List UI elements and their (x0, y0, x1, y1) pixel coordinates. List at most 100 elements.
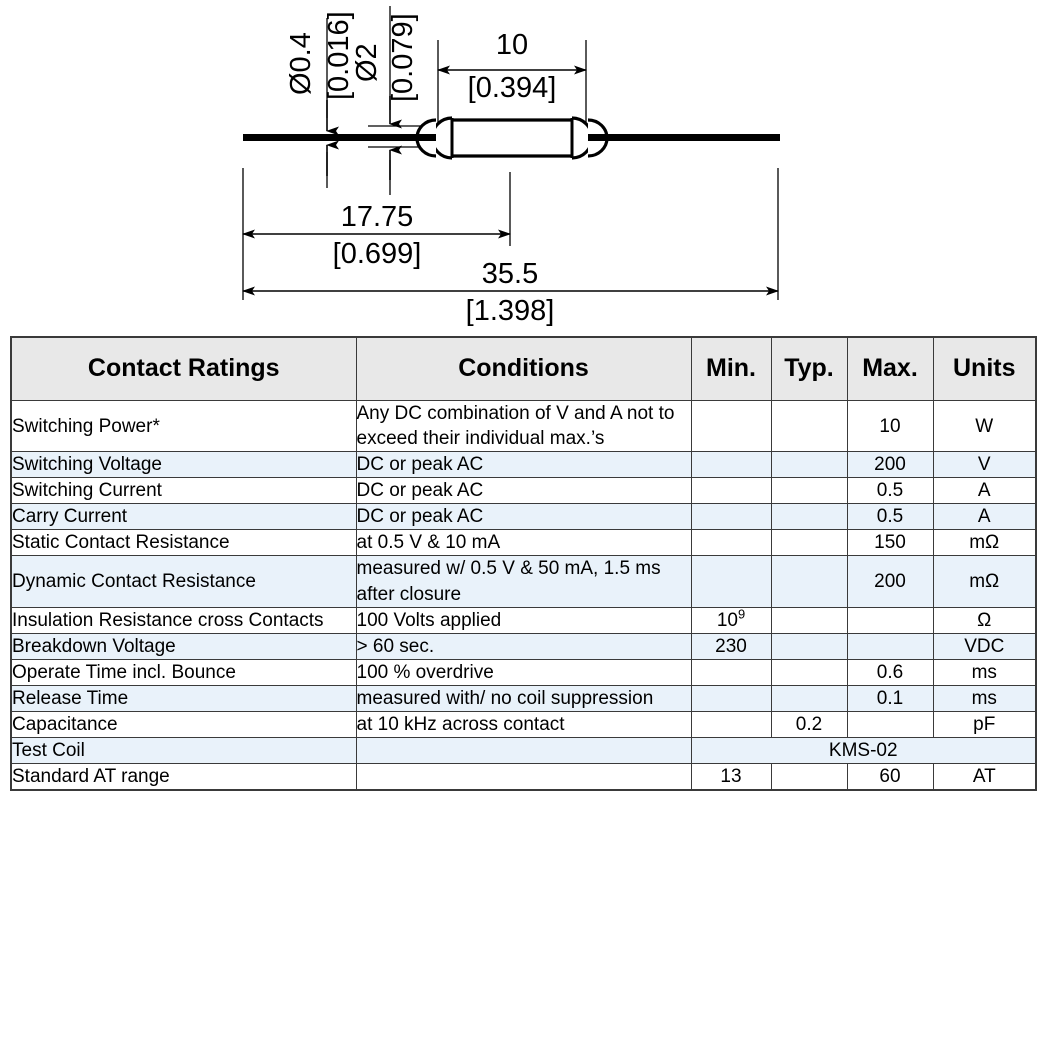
exponent: 9 (737, 606, 746, 622)
cell-condition: at 0.5 V & 10 mA (355, 529, 692, 557)
cell-typ (770, 529, 848, 557)
cell-units: A (932, 503, 1037, 531)
cell-units: VDC (932, 632, 1037, 660)
cell-condition: DC or peak AC (355, 451, 692, 479)
contact-ratings-table-container: Contact Ratings Conditions Min. Typ. Max… (10, 336, 1037, 792)
cell-contact-rating: Static Contact Resistance (10, 529, 357, 557)
cell-contact-rating: Standard AT range (10, 763, 357, 791)
table-row: Test Coil KMS-02 (10, 737, 1037, 765)
outline-drawing: Ø0.4 [0.016] Ø2 [0.079] 10 [0.394] 17.75… (0, 0, 1045, 328)
dim-body-diameter-mm: Ø2 (351, 43, 383, 82)
cell-merged-value: KMS-02 (690, 737, 1037, 765)
cell-min (690, 710, 772, 739)
cell-condition: Any DC combination of V and A not to exc… (355, 399, 692, 453)
cell-units: mΩ (932, 555, 1037, 608)
cell-min (690, 658, 772, 686)
cell-typ (770, 451, 848, 479)
column-header-min: Min. (690, 336, 772, 401)
table-row: Switching Power*Any DC combination of V … (10, 399, 1037, 453)
cell-condition: > 60 sec. (355, 632, 692, 660)
cell-min (690, 555, 772, 608)
cell-max: 60 (846, 763, 934, 791)
dim-lead-diameter-inch: [0.016] (323, 11, 355, 100)
cell-max: 200 (846, 555, 934, 608)
cell-min: 13 (690, 763, 772, 791)
dimension-arrows (242, 65, 779, 296)
dim-lead-to-lead-inch: [0.699] (333, 238, 422, 270)
table-header-row: Contact Ratings Conditions Min. Typ. Max… (10, 336, 1037, 401)
cell-condition: DC or peak AC (355, 503, 692, 531)
cell-units: ms (932, 684, 1037, 712)
cell-max: 10 (846, 399, 934, 453)
cell-contact-rating: Test Coil (10, 737, 357, 765)
cell-units: mΩ (932, 529, 1037, 557)
cell-condition: 100 % overdrive (355, 658, 692, 686)
reed-switch-body (243, 116, 780, 160)
cell-contact-rating: Switching Power* (10, 399, 357, 453)
cell-min: 230 (690, 632, 772, 660)
contact-ratings-table: Contact Ratings Conditions Min. Typ. Max… (10, 336, 1037, 792)
cell-units: AT (932, 763, 1037, 791)
cell-max (846, 606, 934, 634)
cell-contact-rating: Operate Time incl. Bounce (10, 658, 357, 686)
cell-typ (770, 555, 848, 608)
cell-contact-rating: Release Time (10, 684, 357, 712)
cell-condition (355, 737, 692, 765)
cell-typ (770, 606, 848, 634)
cell-min (690, 503, 772, 531)
cell-typ (770, 399, 848, 453)
dim-overall-length-mm: 35.5 (482, 258, 538, 290)
cell-units: A (932, 477, 1037, 505)
cell-typ (770, 477, 848, 505)
table-header: Contact Ratings Conditions Min. Typ. Max… (10, 336, 1037, 401)
cell-condition: DC or peak AC (355, 477, 692, 505)
column-header-typ: Typ. (770, 336, 848, 401)
dim-body-length-mm: 10 (496, 29, 528, 61)
cell-max: 0.1 (846, 684, 934, 712)
cell-max: 0.5 (846, 503, 934, 531)
cell-min: 109 (690, 606, 772, 634)
cell-units: V (932, 451, 1037, 479)
cell-max: 0.6 (846, 658, 934, 686)
cell-max: 0.5 (846, 477, 934, 505)
cell-typ (770, 684, 848, 712)
cell-max (846, 632, 934, 660)
column-header-contact-ratings: Contact Ratings (10, 336, 357, 401)
cell-contact-rating: Switching Current (10, 477, 357, 505)
cell-units: Ω (932, 606, 1037, 634)
cell-contact-rating: Carry Current (10, 503, 357, 531)
cell-min (690, 451, 772, 479)
cell-units: pF (932, 710, 1037, 739)
cell-units: W (932, 399, 1037, 453)
column-header-units: Units (932, 336, 1037, 401)
cell-min (690, 529, 772, 557)
dim-body-diameter-inch: [0.079] (387, 13, 419, 102)
column-header-conditions: Conditions (355, 336, 692, 401)
cell-contact-rating: Switching Voltage (10, 451, 357, 479)
cell-contact-rating: Insulation Resistance cross Contacts (10, 606, 357, 634)
cell-condition: measured with/ no coil suppression (355, 684, 692, 712)
cell-max: 200 (846, 451, 934, 479)
glass-capsule (432, 118, 592, 158)
dim-overall-length-inch: [1.398] (466, 295, 555, 327)
cell-min (690, 684, 772, 712)
cell-condition: at 10 kHz across contact (355, 710, 692, 739)
dim-lead-to-lead-mm: 17.75 (341, 201, 414, 233)
cell-typ (770, 632, 848, 660)
cell-units: ms (932, 658, 1037, 686)
cell-typ (770, 658, 848, 686)
cell-contact-rating: Dynamic Contact Resistance (10, 555, 357, 608)
cell-typ (770, 503, 848, 531)
cell-contact-rating: Capacitance (10, 710, 357, 739)
